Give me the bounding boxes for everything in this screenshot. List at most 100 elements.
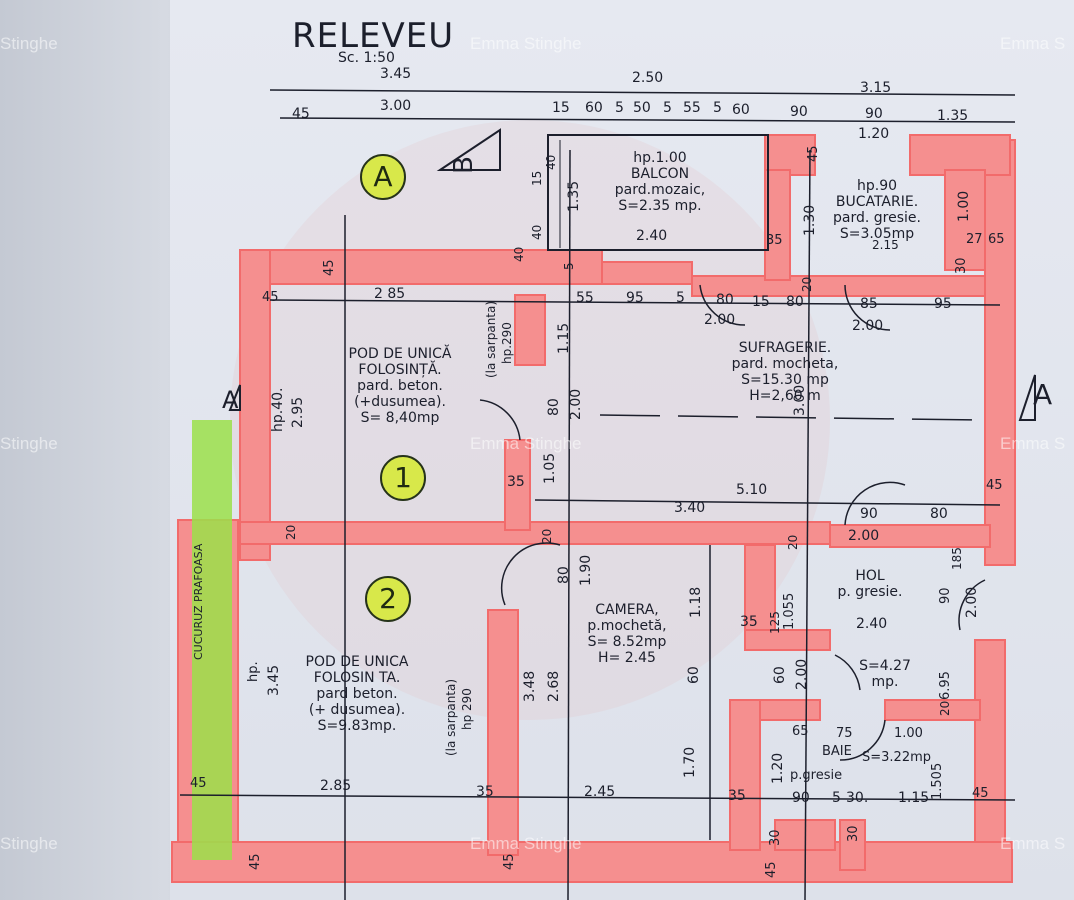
- watermark-text: Stinghe: [0, 434, 58, 453]
- camera-height: H= 2.45: [598, 650, 656, 666]
- watermark-text: Emma S: [1000, 34, 1066, 53]
- dim-40: 40: [544, 154, 558, 170]
- dim-185: 185: [950, 547, 964, 570]
- dim-second-10: 90: [790, 104, 808, 120]
- dim-95a: 95: [626, 290, 644, 306]
- dim-45a: 45: [322, 259, 337, 276]
- section-arrow-a: [1018, 374, 1036, 421]
- dim-80b: 80: [786, 294, 804, 310]
- dim-90a: 90: [860, 506, 878, 522]
- dim-45h: 45: [248, 853, 263, 870]
- dim-135: 1.35: [566, 180, 582, 212]
- balcony-outline: [547, 134, 769, 251]
- bucatarie-height: hp.90: [856, 178, 898, 194]
- dim-5c: 5: [676, 290, 685, 306]
- dim-top-left: 3.45: [380, 66, 412, 82]
- hol-name: HOL: [855, 568, 885, 584]
- dim-340: 3.40: [674, 500, 706, 516]
- dim-1055: 1.055: [782, 592, 797, 630]
- dim-45j: 45: [764, 861, 779, 878]
- marker-a: A: [360, 154, 406, 200]
- dim-20a: 20: [800, 276, 814, 292]
- dim-40b: 40: [512, 246, 526, 262]
- dim-5: 5: [562, 262, 576, 270]
- dim-65b: 65: [792, 724, 809, 739]
- dim-695: 6.95: [938, 671, 953, 700]
- dim-45c: 45: [262, 290, 279, 305]
- logo-watermark: [230, 120, 830, 720]
- bucatarie-floor: pard. gresie.: [833, 210, 921, 226]
- dim-90b: 90: [938, 587, 953, 604]
- baie-name: BAIE: [822, 744, 852, 759]
- bucatarie-name: BUCATARIE.: [835, 194, 919, 210]
- hol-area-block: S=4.27 mp.: [855, 658, 915, 690]
- dim-second-6: 5: [663, 100, 672, 116]
- dim-5b: 40: [530, 224, 544, 240]
- pod2-floor: pard beton.: [316, 686, 398, 702]
- watermark-text: Emma Stinghe: [470, 834, 582, 853]
- dim-second-5: 50: [633, 100, 651, 116]
- pod1-area: S= 8,40mp: [360, 410, 440, 426]
- dim-65: 65: [988, 232, 1005, 247]
- dim-120: 1.20: [770, 752, 786, 784]
- room-camera: CAMERA, p.mochetă, S= 8.52mp H= 2.45: [572, 602, 682, 666]
- dim-115b: 1.15: [898, 790, 930, 806]
- watermark-text: Emma Stinghe: [470, 434, 582, 453]
- dim-hp: hp.: [246, 661, 261, 682]
- section-label-b: B: [448, 156, 479, 174]
- section-label-a: A: [1033, 378, 1053, 411]
- camera-floor: p.mochetă,: [587, 618, 667, 634]
- dim-strip: CUCURUZ PRAFOASA: [192, 543, 205, 660]
- dim-245: 2.45: [584, 784, 616, 800]
- pod1-name2: FOLOSINȚĂ.: [358, 362, 442, 378]
- pod2-name2: FOLOSIN TA.: [313, 670, 401, 686]
- dim-100a: 1.00: [956, 190, 972, 222]
- dim-200a: 2.00: [704, 312, 736, 328]
- dim-80d: 80: [930, 506, 948, 522]
- pod1-floor2: (+dusumea).: [354, 394, 446, 410]
- dim-second-7: 55: [683, 100, 701, 116]
- room-balcon: hp.1.00 BALCON pard.mozaic, S=2.35 mp.: [605, 150, 715, 214]
- door-swings: [479, 284, 986, 761]
- dim-35d: 35: [476, 784, 494, 800]
- hol-floor: p. gresie.: [837, 584, 903, 600]
- dim-35b: 35: [507, 474, 525, 490]
- dim-60a: 60: [686, 666, 702, 684]
- dim-30b: 30.: [846, 790, 869, 806]
- dim-second-1: 3.00: [380, 98, 412, 114]
- dim-105: 1.05: [542, 452, 558, 484]
- dim-268: 2.68: [546, 670, 562, 702]
- dim-45b: 45: [806, 145, 821, 162]
- dim-240a: 2.40: [636, 228, 668, 244]
- baie-area: S=3.22mp: [862, 750, 932, 765]
- camera-area: S= 8.52mp: [587, 634, 667, 650]
- dim-20e: 20: [938, 700, 952, 716]
- watermark-text: Emma S: [1000, 834, 1066, 853]
- dim-35a: 35: [766, 233, 783, 248]
- pod2-name: POD DE UNICA: [305, 654, 409, 670]
- dim-200f: 2.00: [794, 658, 810, 690]
- dim-second-9: 60: [732, 102, 750, 118]
- dim-top-right: 3.15: [860, 80, 892, 96]
- dim-170: 1.70: [682, 746, 698, 778]
- balcon-height: hp.1.00: [633, 150, 687, 166]
- dim-200e: 2.00: [964, 586, 980, 618]
- dim-15a: 15: [530, 170, 544, 186]
- pod2-area: S=9.83mp.: [317, 718, 397, 734]
- balcon-name: BALCON: [630, 166, 690, 182]
- dim-75: 75: [836, 726, 853, 741]
- room-bucatarie: hp.90 BUCATARIE. pard. gresie. S=3.05mp: [822, 178, 932, 242]
- sufragerie-height: H=2,60 m: [749, 388, 821, 404]
- dim-80e: 80: [556, 566, 572, 584]
- dim-second-11: 90: [865, 106, 883, 122]
- dim-115: 1.15: [556, 322, 572, 354]
- dim-15b: 15: [752, 294, 770, 310]
- pod1-name: POD DE UNICĂ: [348, 346, 452, 362]
- dim-45e: 45: [986, 478, 1003, 493]
- dim-second-13: 1.20: [858, 126, 890, 142]
- dim-second-0: 45: [292, 106, 310, 122]
- dim-95b: 95: [934, 296, 952, 312]
- dim-300: 3.00: [792, 384, 808, 416]
- dim-20c: 20: [540, 528, 554, 544]
- dim-second-4: 5: [615, 100, 624, 116]
